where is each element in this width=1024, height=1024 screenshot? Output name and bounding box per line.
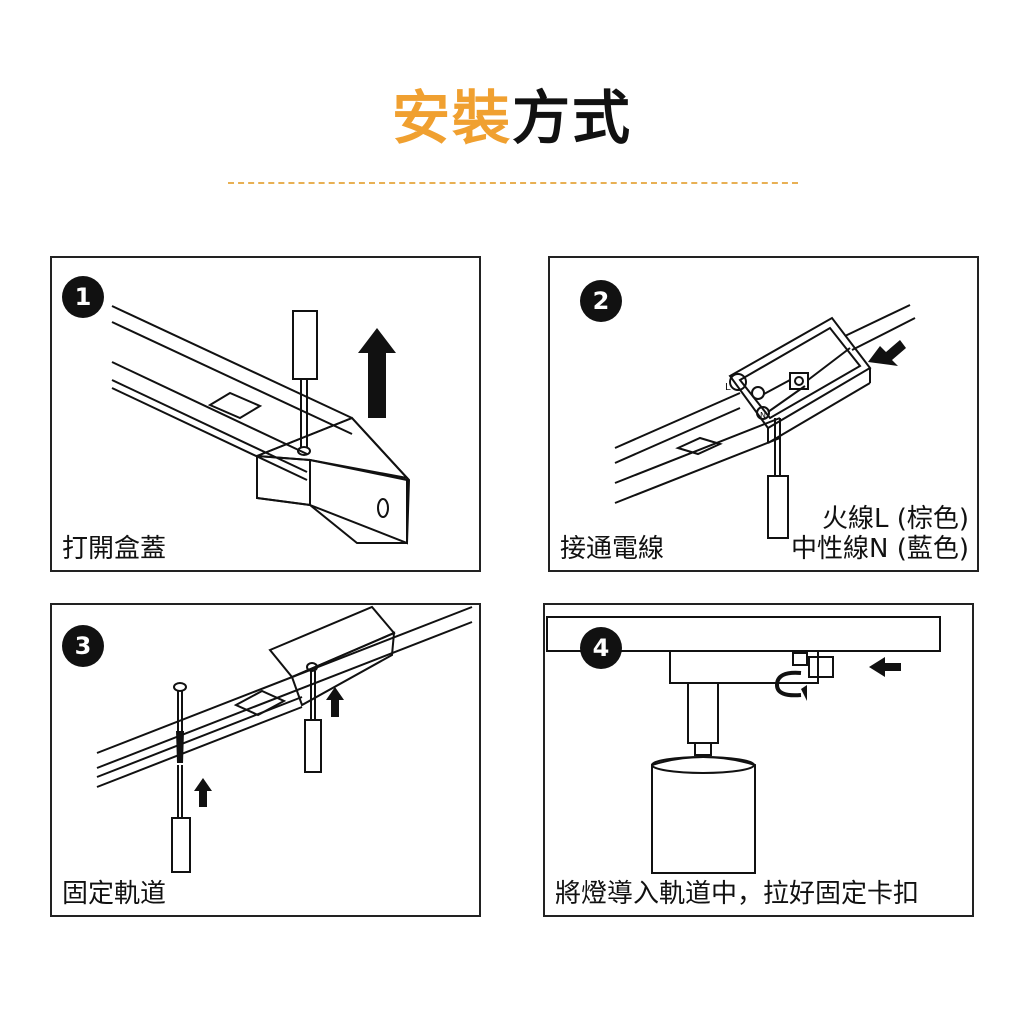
screwdriver-handle <box>767 475 789 539</box>
step-3-illustration <box>96 605 473 873</box>
rail-line <box>614 407 741 464</box>
terminal-L-icon <box>729 373 747 391</box>
step-2-caption: 接通電線 <box>560 534 665 564</box>
rail-line <box>96 706 303 788</box>
rail-line <box>111 361 308 455</box>
rail-line <box>111 321 353 435</box>
terminal-L-label: L <box>725 382 731 393</box>
clip-icon <box>808 656 834 678</box>
clip-icon <box>792 652 808 666</box>
terminal-N-icon <box>756 406 770 420</box>
up-arrow-icon <box>358 328 396 418</box>
live-wire-label: 火線L (棕色) <box>821 504 969 534</box>
box-edge <box>767 382 871 444</box>
box-front <box>256 454 311 507</box>
step-1-badge: 1 <box>62 276 104 318</box>
cable <box>844 304 911 337</box>
screw-icon <box>173 682 187 692</box>
step-1-illustration <box>111 305 411 545</box>
step-2-badge: 2 <box>580 280 622 322</box>
step-3-badge: 3 <box>62 625 104 667</box>
title-accent: 安裝 <box>391 84 512 152</box>
rotate-arrow-head-icon <box>801 685 807 701</box>
rail-line <box>614 437 781 504</box>
screwdriver-handle <box>171 817 191 873</box>
rail-line <box>614 392 741 449</box>
step-1-panel: 1 打開盒蓋 <box>50 256 481 572</box>
step-3-panel: 3 固定軌道 <box>50 603 481 917</box>
step-4-caption: 將燈導入軌道中，拉好固定卡扣 <box>555 879 920 909</box>
track-adapter <box>669 650 819 684</box>
dashed-divider <box>228 182 798 184</box>
step-2-illustration: L N <box>614 304 916 539</box>
rail-slot <box>207 391 263 420</box>
rotate-arrow-icon <box>774 670 802 698</box>
wire <box>763 379 791 395</box>
step-3-caption: 固定軌道 <box>62 879 167 909</box>
screwdriver-handle <box>304 719 322 773</box>
end-cap-box <box>256 416 411 544</box>
wire <box>807 347 851 381</box>
page-title: 安裝方式 <box>0 78 1024 158</box>
mounting-screw <box>176 731 184 763</box>
step-4-illustration <box>546 616 941 874</box>
up-arrow-icon <box>194 778 212 807</box>
end-cap-side <box>290 631 396 707</box>
rail-slot <box>675 436 723 456</box>
terminal-screw-icon <box>794 376 804 386</box>
rail-line <box>96 606 473 754</box>
step-4-panel: 4 將燈導入軌道中，拉好固定卡扣 <box>543 603 974 917</box>
rail-line <box>111 387 308 481</box>
rail-line <box>614 417 781 484</box>
screwdriver-handle <box>292 310 318 380</box>
open-box-inner <box>738 326 862 420</box>
wire-hole <box>377 498 389 518</box>
rail-line <box>111 305 353 419</box>
terminal-icon <box>751 386 765 400</box>
rail-line <box>96 621 473 769</box>
step-1-caption: 打開盒蓋 <box>62 534 167 564</box>
left-arrow-icon <box>869 657 901 677</box>
title-rest: 方式 <box>512 84 633 152</box>
box-side <box>309 458 408 545</box>
down-left-arrow-icon <box>868 340 906 366</box>
lamp-rim <box>651 756 755 774</box>
terminal-N-label: N <box>760 411 766 420</box>
lamp-stem <box>687 682 719 744</box>
step-2-panel: L N 2 接通電線 火線L (棕色) 中性線N (藍色) <box>548 256 979 572</box>
step-4-badge: 4 <box>580 627 622 669</box>
screw-icon <box>297 446 311 456</box>
rail-slot <box>233 689 287 717</box>
neutral-wire-label: 中性線N (藍色) <box>790 534 969 564</box>
lamp-body <box>651 756 756 874</box>
wire <box>767 385 806 413</box>
lamp-joint <box>694 742 712 756</box>
cable <box>851 317 916 351</box>
up-arrow-icon <box>326 687 344 717</box>
